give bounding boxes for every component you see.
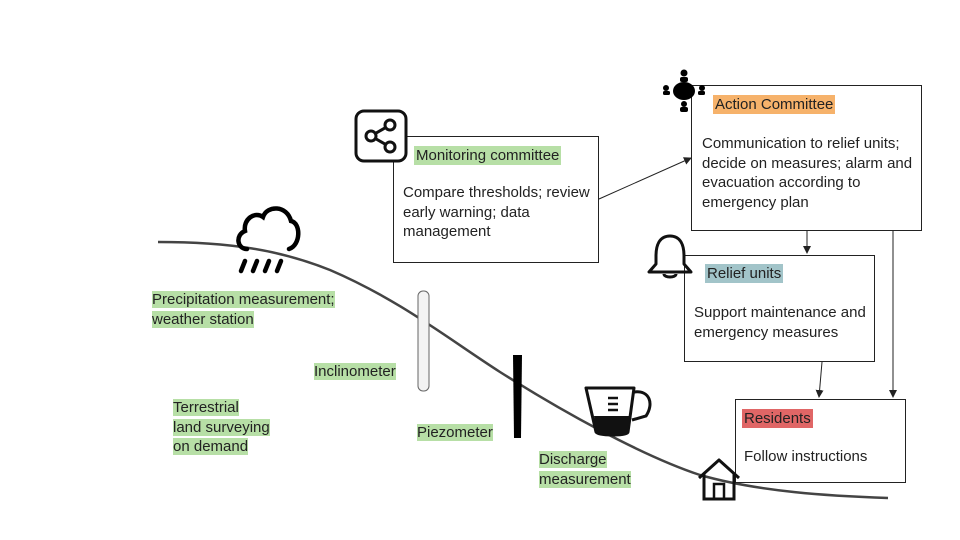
arrow-monitoring-to-action	[598, 157, 692, 200]
piezometer-label: Piezometer	[417, 423, 493, 443]
share-icon	[354, 109, 408, 163]
discharge-label-line1: Discharge	[539, 451, 607, 468]
monitoring-committee-title: Monitoring committee	[414, 146, 562, 165]
precipitation-label-line2: weather station	[152, 310, 254, 328]
terrestrial-surveying-label: Terrestrial land surveying on demand	[173, 398, 270, 457]
discharge-label-line2: measurement	[539, 470, 631, 488]
inclinometer-label: Inclinometer	[314, 362, 396, 382]
terrain-slope-line	[157, 240, 889, 500]
arrow-relief-to-residents	[815, 361, 824, 398]
inclinometer-tube	[417, 290, 430, 392]
house-icon	[697, 458, 741, 501]
terrestrial-label-line2: land surveying	[173, 418, 270, 436]
monitoring-committee-body: Compare thresholds; review early warning…	[403, 184, 590, 240]
inclinometer-label-text: Inclinometer	[314, 363, 396, 380]
residents-body: Follow instructions	[744, 448, 868, 465]
relief-units-title: Relief units	[705, 264, 784, 283]
precipitation-label: Precipitation measurement; weather stati…	[152, 290, 335, 329]
piezometer-bar	[513, 355, 522, 438]
action-committee-body: Communication to relief units; decide on…	[702, 135, 913, 211]
bell-icon	[647, 234, 693, 279]
terrestrial-label-line3: on demand	[173, 438, 249, 455]
relief-units-body: Support maintenance and emergency measur…	[694, 304, 866, 341]
meeting-table-icon	[663, 69, 705, 112]
residents-title: Residents	[742, 409, 813, 428]
measuring-cup-icon	[584, 386, 652, 437]
action-committee-title: Action Committee	[713, 95, 836, 114]
precipitation-label-line1: Precipitation measurement;	[152, 291, 335, 308]
discharge-measurement-label: Discharge measurement	[539, 450, 631, 489]
piezometer-label-text: Piezometer	[417, 424, 493, 441]
terrestrial-label-line1: Terrestrial	[173, 399, 239, 416]
rain-cloud-icon	[236, 206, 301, 274]
